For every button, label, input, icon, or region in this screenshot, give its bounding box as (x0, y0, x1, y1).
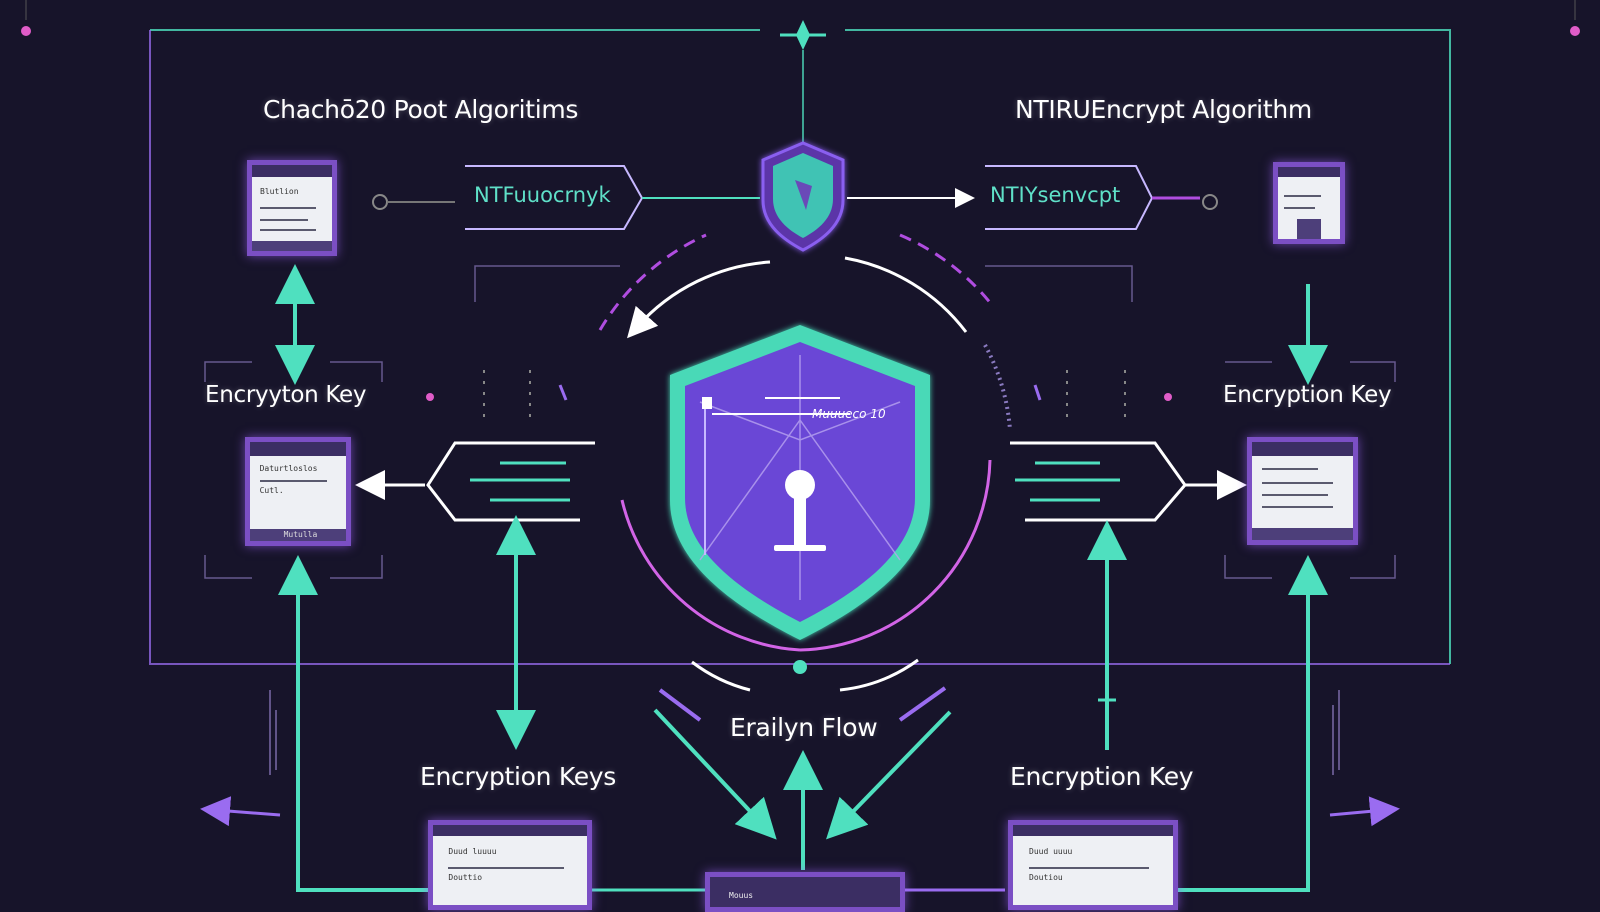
inner-brackets (204, 265, 1396, 579)
corner-dot (1570, 26, 1580, 36)
outer-frame (149, 29, 1451, 665)
left-pill-label: NTFuuocrnyk (474, 183, 611, 207)
center-flow-label: Erailyn Flow (730, 713, 878, 742)
bottom-right-key-label: Encryption Key (1010, 762, 1194, 791)
document-icon: Daturtloslos Cutl. Mutulla (245, 437, 351, 546)
shield-caption: Muuueco 10 (812, 407, 886, 421)
document-icon: Blutlion (247, 160, 337, 256)
left-algorithm-title: Chachō20 Poot Algoritims (263, 95, 579, 124)
document-icon (1273, 162, 1345, 244)
left-pill-shape (372, 165, 760, 230)
right-pill-shape (847, 165, 1218, 230)
right-key-label: Encryption Key (1223, 382, 1392, 408)
top-shield-icon (761, 141, 845, 252)
left-arrow-bracket (355, 384, 595, 522)
document-icon: Duud luuuu Douttio (428, 820, 592, 910)
central-ring (598, 233, 1012, 722)
bottom-left-key-label: Encryption Keys (420, 762, 617, 791)
connector-arrows (275, 264, 1328, 892)
left-key-label: Encryyton Key (205, 382, 367, 408)
keyhole-icon (774, 470, 826, 551)
document-icon: Duud uuuu Doutiou (1008, 820, 1178, 910)
top-connector-icon (780, 20, 826, 143)
right-pill-label: NTIYsenvcpt (990, 183, 1121, 207)
side-arrows (200, 690, 1400, 827)
corner-dot (21, 26, 31, 36)
right-arrow-bracket (1010, 384, 1247, 522)
document-icon: Mouus (705, 872, 905, 912)
document-icon (1247, 437, 1358, 545)
right-algorithm-title: NTIRUEncrypt Algorithm (1015, 95, 1312, 124)
